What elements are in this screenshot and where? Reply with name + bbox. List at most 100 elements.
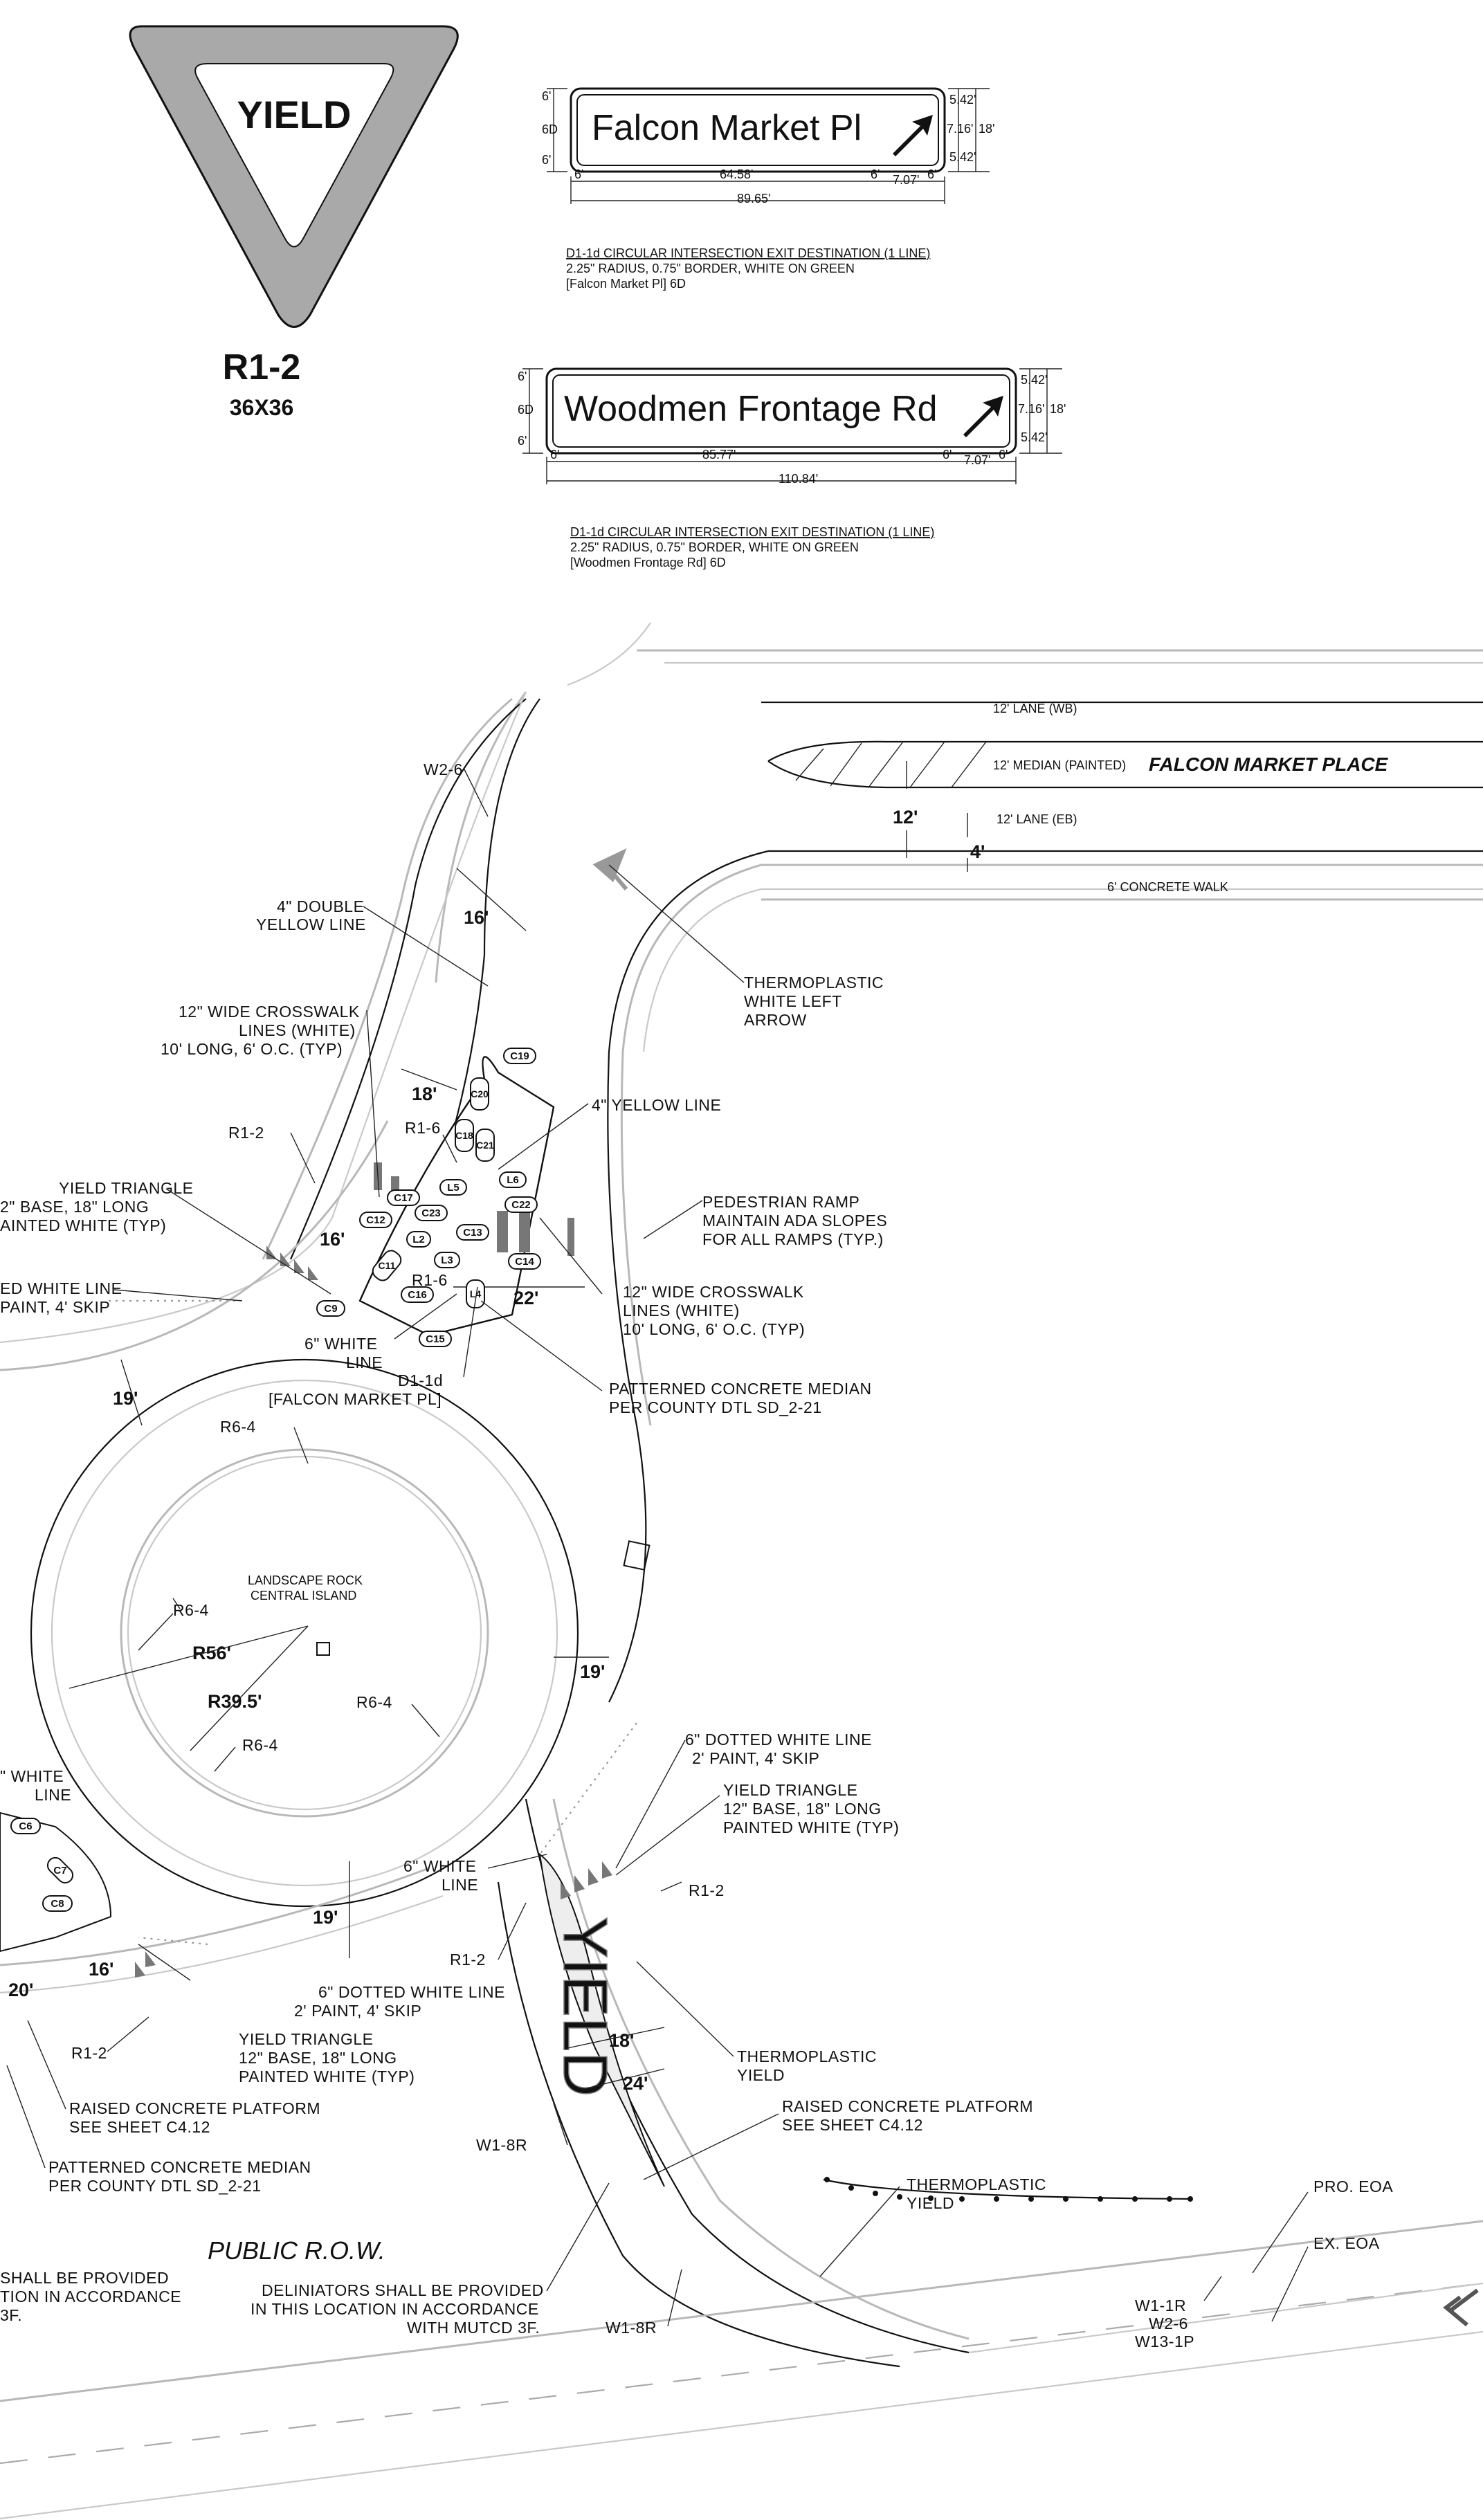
street-dimensions: 12' LANE (WB) 12' MEDIAN (PAINTED) FALCO… (893, 702, 1389, 894)
dim-text: 6' (518, 434, 527, 448)
dim-text: 18' (1050, 402, 1066, 416)
curve-tag-text: C13 (463, 1227, 482, 1239)
dim-label: 18' (609, 2030, 634, 2051)
callout-r1-2: R1-2 (228, 1124, 264, 1142)
callout-yellow-line: 4" YELLOW LINE (592, 1096, 721, 1114)
public-row-label: PUBLIC R.O.W. (208, 2236, 385, 2265)
dim-text: 7.16' (1018, 402, 1044, 416)
callout-yield-triangle-b: 12" BASE, 18" LONG (723, 1800, 882, 1818)
radius-label: R56' (192, 1643, 231, 1663)
callout-delin-center: IN THIS LOCATION IN ACCORDANCE (251, 2300, 539, 2318)
sign-falcon-market-pl: Falcon Market Pl 6' 6D 6' 5.42' 7.16' 18… (542, 87, 994, 291)
yield-sign-code: R1-2 (223, 347, 301, 387)
callout-w1-1r: W1-1R (1135, 2297, 1186, 2314)
callout-dotted-left: ED WHITE LINE (0, 1279, 122, 1297)
callout-ped-ramp: PEDESTRIAN RAMP (702, 1193, 859, 1211)
callout-thermo-arrow: THERMOPLASTIC (744, 974, 884, 992)
curve-tag-text: C21 (476, 1140, 494, 1151)
curve-tag-text: C23 (421, 1207, 441, 1219)
dim-text: 6' (574, 167, 583, 181)
curve-tag: C11 (372, 1250, 402, 1281)
callout-r6-4: R6-4 (356, 1693, 392, 1711)
callout-thermo-yield-b: YIELD (907, 2194, 954, 2212)
caption-line: 2.25" RADIUS, 0.75" BORDER, WHITE ON GRE… (570, 540, 859, 554)
dim-text: 6' (542, 153, 551, 167)
callout-delin-left: TION IN ACCORDANCE (0, 2288, 181, 2306)
curve-tag-text: C17 (394, 1192, 413, 1204)
curve-tag: L4 (466, 1279, 485, 1308)
sign-woodmen-frontage-rd: Woodmen Frontage Rd 6' 6D 6' 5.42' 7.16'… (518, 367, 1066, 569)
dim-label: 16' (89, 1959, 113, 1980)
callout-thermo-yield-a: YIELD (737, 2066, 785, 2084)
curve-tag: C12 (359, 1212, 392, 1228)
curve-tag: C7 (46, 1856, 74, 1884)
sign-post-marker (316, 1642, 330, 1656)
callout-r1-6: R1-6 (405, 1119, 441, 1137)
callout-crosswalk-a: 10' LONG, 6' O.C. (TYP) (161, 1040, 343, 1058)
dim-text: 6D (542, 122, 558, 136)
callout-r6-4: R6-4 (220, 1418, 256, 1436)
dim-text: 6' (943, 448, 952, 462)
callout-pattern-a: PATTERNED CONCRETE MEDIAN (609, 1380, 872, 1398)
callout-pattern-b: PER COUNTY DTL SD_2-21 (48, 2177, 262, 2195)
callout-ex-eoa: EX. EOA (1313, 2234, 1380, 2252)
curve-tag-text: C6 (19, 1820, 32, 1832)
callout-yield-triangle-a: AINTED WHITE (TYP) (0, 1216, 166, 1234)
callout-dotted-left: PAINT, 4' SKIP (0, 1298, 110, 1316)
caption-line: 2.25" RADIUS, 0.75" BORDER, WHITE ON GRE… (566, 262, 855, 275)
curve-tag: L3 (434, 1252, 460, 1268)
curve-tag-text: C20 (471, 1088, 489, 1099)
callout-w1-8r: W1-8R (476, 2136, 527, 2154)
callout-r1-2-b: R1-2 (689, 1881, 725, 1899)
dim-text: 64.58' (720, 167, 753, 181)
callout-yield-triangle-a: YIELD TRIANGLE (59, 1179, 193, 1197)
dim-text: 6' (550, 448, 559, 462)
curve-tag: C6 (10, 1818, 41, 1834)
dim-text: 85.77' (702, 448, 736, 462)
curve-tag: C9 (316, 1300, 345, 1317)
curve-tag: C13 (456, 1224, 489, 1241)
callout-pro-eoa: PRO. EOA (1313, 2177, 1393, 2195)
dim-text: 7.07' (964, 453, 990, 467)
curve-tag-text: L2 (412, 1234, 425, 1245)
callout-double-yellow: YELLOW LINE (256, 915, 366, 933)
dim-text: 6' (542, 89, 551, 103)
callout-crosswalk-a: LINES (WHITE) (239, 1021, 356, 1039)
curve-tag-text: C11 (379, 1260, 396, 1271)
walk-label: 6' CONCRETE WALK (1107, 880, 1228, 894)
dim-label: 19' (313, 1907, 338, 1928)
curve-tag-text: L6 (507, 1174, 519, 1186)
curve-tag-text: L4 (470, 1288, 482, 1299)
yield-sign-legend: YIELD (237, 93, 352, 136)
callout-yield-triangle-a: 2" BASE, 18" LONG (0, 1198, 149, 1216)
splitter-island-south (0, 1811, 665, 2187)
caption-title: D1-1d CIRCULAR INTERSECTION EXIT DESTINA… (570, 525, 934, 539)
left-arrow-marking-icon (1443, 2288, 1479, 2327)
yield-sign-size: 36X36 (230, 395, 294, 420)
curve-tag-text: C19 (510, 1050, 529, 1062)
callout-raised-b: RAISED CONCRETE PLATFORM (782, 2097, 1033, 2115)
dim-label: 18' (412, 1084, 437, 1104)
sign-post-marker (623, 1540, 650, 1571)
dim-label: 19' (580, 1661, 605, 1682)
dim-4: 4' (970, 841, 985, 862)
island-label: CENTRAL ISLAND (251, 1589, 356, 1603)
callout-yield-triangle-c: 12" BASE, 18" LONG (239, 2049, 397, 2067)
callout-thermo-arrow: ARROW (744, 1011, 807, 1029)
dim-text: 89.65' (737, 192, 770, 206)
callout-thermo-arrow: WHITE LEFT (744, 992, 842, 1010)
callout-delin-left: SHALL BE PROVIDED (0, 2269, 169, 2287)
curve-tag-text: C12 (366, 1214, 385, 1226)
pavement-yield-marking: YIELD (550, 1917, 619, 2097)
caption-line: [Falcon Market Pl] 6D (566, 277, 686, 291)
callout-w2-6-b: W2-6 (1149, 2314, 1188, 2332)
curve-tag: C17 (387, 1189, 420, 1206)
callout-r1-2-c: R1-2 (450, 1951, 486, 1969)
callout-thermo-yield-b: THERMOPLASTIC (907, 2175, 1046, 2193)
callout-pattern-a: PER COUNTY DTL SD_2-21 (609, 1398, 822, 1416)
callout-white-line-b: 6" WHITE (403, 1857, 476, 1875)
callout-raised-b: SEE SHEET C4.12 (782, 2116, 923, 2134)
curve-tag-text: C22 (511, 1199, 531, 1211)
curve-tags: C19 C20 C18 C21 L6 L5 C17 C22 C12 C23 C1… (10, 1048, 541, 1912)
callouts: W2-6 4" DOUBLE YELLOW LINE 12" WIDE CROS… (0, 760, 1393, 2350)
